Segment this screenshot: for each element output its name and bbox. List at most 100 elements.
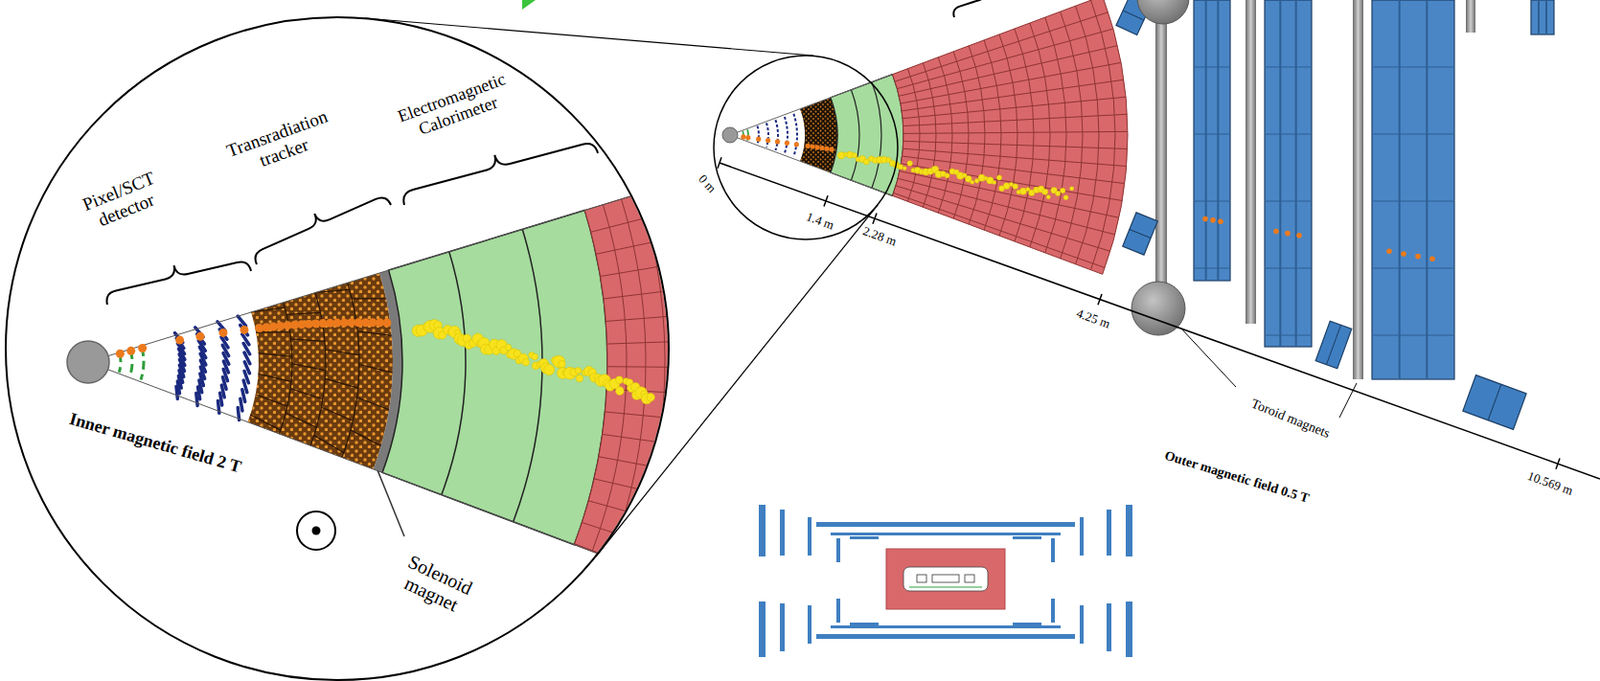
trt-module <box>357 397 390 411</box>
overview-chamber <box>1012 536 1042 540</box>
calorimeter-grid <box>903 131 1128 134</box>
calorimeter-grid <box>603 277 774 299</box>
track-hit <box>115 349 125 359</box>
shower-deposit <box>646 392 656 402</box>
part-label: Toroid magnets <box>1249 396 1333 442</box>
shower-deposit <box>970 180 975 184</box>
track-hit <box>239 325 249 335</box>
chamber-division <box>1279 0 1281 347</box>
overview-chamber <box>849 622 879 626</box>
calorimeter-grid <box>901 79 1124 112</box>
trt-module <box>285 412 317 428</box>
dimension-label: 2.28 m <box>859 223 901 250</box>
calorimeter-grid <box>598 457 767 488</box>
zoom-circle <box>5 17 669 681</box>
calorimeter-layer <box>513 228 543 522</box>
shower-deposit <box>558 360 567 368</box>
toroid-coil <box>1465 0 1476 33</box>
sct-layer <box>775 119 778 151</box>
calorimeter-layer <box>441 251 466 496</box>
overview-chamber <box>816 522 1075 527</box>
trt-module <box>291 339 325 343</box>
chamber-division <box>1371 268 1455 270</box>
trt-module <box>292 364 326 371</box>
overview-chamber <box>830 625 1061 629</box>
trt-module <box>258 353 293 358</box>
muon-chamber <box>1264 0 1312 347</box>
field-direction-dot <box>312 526 321 536</box>
wedge-edge <box>736 74 892 134</box>
scale-tick <box>823 195 828 206</box>
calorimeter-grid <box>605 411 776 429</box>
shower-deposit <box>574 367 582 375</box>
trt-module <box>251 307 285 313</box>
track-hit <box>195 332 205 342</box>
muon-hit <box>1296 232 1303 239</box>
chamber-division <box>1398 0 1401 380</box>
overview-chamber <box>816 634 1075 640</box>
track-hit <box>819 145 824 151</box>
chamber-division <box>1129 229 1151 239</box>
chamber-division <box>1537 0 1540 35</box>
dimension-label: 4.25 m <box>1073 305 1115 332</box>
track-hit <box>765 137 771 143</box>
track-hit <box>740 134 746 139</box>
muon-hit <box>1386 249 1393 255</box>
chamber-division <box>1264 201 1312 203</box>
calorimeter-grid <box>588 501 754 548</box>
sct-module <box>240 398 243 412</box>
trt-straws <box>800 97 838 173</box>
calorimeter-grid <box>896 28 1113 90</box>
chamber-division <box>1193 134 1231 136</box>
leader-line <box>1180 327 1236 388</box>
calorimeter-grid <box>663 182 704 579</box>
overview-chamber <box>849 536 879 540</box>
shower-deposit <box>944 173 950 179</box>
calorimeter-grid <box>592 205 627 552</box>
shower-deposit <box>1012 183 1019 190</box>
sct-layer <box>784 116 788 154</box>
trt-module <box>290 388 323 400</box>
trt-module <box>310 292 326 446</box>
muon-hit <box>1284 230 1291 237</box>
chamber-division <box>1264 67 1312 69</box>
bracket <box>953 0 1026 18</box>
trt-module <box>320 407 353 421</box>
muon-hit <box>1429 255 1436 262</box>
trt-straws <box>248 273 393 470</box>
chamber-division <box>1371 335 1455 337</box>
sct-module <box>176 386 178 399</box>
trt-module <box>314 435 344 454</box>
chamber-division <box>1325 324 1341 365</box>
calorimeter-layer <box>850 90 860 182</box>
field-direction-symbol <box>297 511 336 550</box>
trt-module <box>357 331 392 336</box>
scale-axis <box>719 162 1600 480</box>
trt-module <box>325 349 360 356</box>
calorimeter-grid <box>898 45 1118 97</box>
zoom-source-circle <box>713 55 898 240</box>
muon-hit <box>1210 217 1216 224</box>
trt-module <box>342 282 360 458</box>
track-hit <box>775 138 780 144</box>
track-hit <box>219 328 229 338</box>
shower-deposit <box>1055 190 1061 196</box>
hadronic-calorimeter <box>892 0 1128 275</box>
track-hit <box>382 319 391 328</box>
hadronic-calorimeter <box>573 160 778 605</box>
trt-module <box>258 373 292 382</box>
calorimeter-grid <box>595 218 763 254</box>
muon-hit <box>1202 216 1209 223</box>
calorimeter-grid <box>903 114 1128 126</box>
calorimeter-grid <box>902 156 1125 184</box>
leader-line <box>377 471 405 537</box>
chamber-division <box>1193 201 1231 203</box>
overview-chamber <box>1012 622 1042 626</box>
shower-deposit <box>907 160 914 167</box>
shower-deposit <box>1069 186 1074 191</box>
chamber-division <box>1487 384 1502 421</box>
trt-module <box>286 312 320 315</box>
trt-module <box>255 394 288 407</box>
overview-calorimeter <box>886 548 1006 610</box>
calorimeter-grid <box>895 185 1111 252</box>
